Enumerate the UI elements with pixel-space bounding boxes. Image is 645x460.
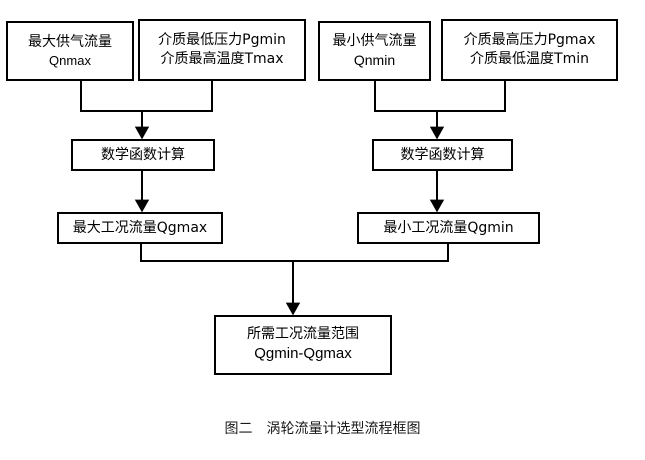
- node-math-calc-right: 数学函数计算: [372, 139, 513, 171]
- node-media-min-pressure: 介质最低压力Pgmin 介质最高温度Tmax: [138, 19, 306, 81]
- node-required-range: 所需工况流量范围 Qgmin-Qgmax: [214, 315, 392, 375]
- edge-right-merge: [374, 81, 506, 140]
- node-media-max-pressure-line2: 介质最低温度Tmin: [470, 51, 589, 67]
- node-required-range-line1: 所需工况流量范围: [247, 326, 359, 343]
- node-math-calc-right-label: 数学函数计算: [400, 146, 485, 163]
- node-media-min-pressure-line1: 介质最低压力Pgmin: [158, 32, 286, 49]
- node-max-supply-flow: 最大供气流量 Qnmax: [6, 21, 134, 81]
- node-max-working-flow-label: 最大工况流量Qgmax: [72, 219, 208, 236]
- node-media-min-pressure-line2: 介质最高温度Tmax: [160, 51, 284, 67]
- node-max-supply-flow-line2: Qnmax: [49, 52, 91, 68]
- node-min-supply-flow-line2: Qnmin: [353, 52, 396, 68]
- node-required-range-line2: Qgmin-Qgmax: [254, 345, 352, 363]
- figure-caption: 图二 涡轮流量计选型流程框图: [224, 421, 421, 437]
- edge-left-merge: [80, 81, 213, 140]
- node-min-working-flow: 最小工况流量Qgmin: [357, 212, 540, 244]
- node-max-supply-flow-line1: 最大供气流量: [28, 33, 112, 50]
- node-min-supply-flow: 最小供气流量 Qnmin: [318, 21, 431, 81]
- node-max-working-flow: 最大工况流量Qgmax: [57, 212, 223, 244]
- node-media-max-pressure: 介质最高压力Pgmax 介质最低温度Tmin: [441, 19, 618, 81]
- node-min-working-flow-label: 最小工况流量Qgmin: [383, 219, 514, 236]
- edge-bottom-merge: [140, 243, 449, 316]
- node-math-calc-left-label: 数学函数计算: [101, 146, 185, 163]
- node-media-max-pressure-line1: 介质最高压力Pgmax: [463, 32, 596, 49]
- node-min-supply-flow-line1: 最小供气流量: [332, 33, 417, 50]
- node-math-calc-left: 数学函数计算: [71, 139, 215, 171]
